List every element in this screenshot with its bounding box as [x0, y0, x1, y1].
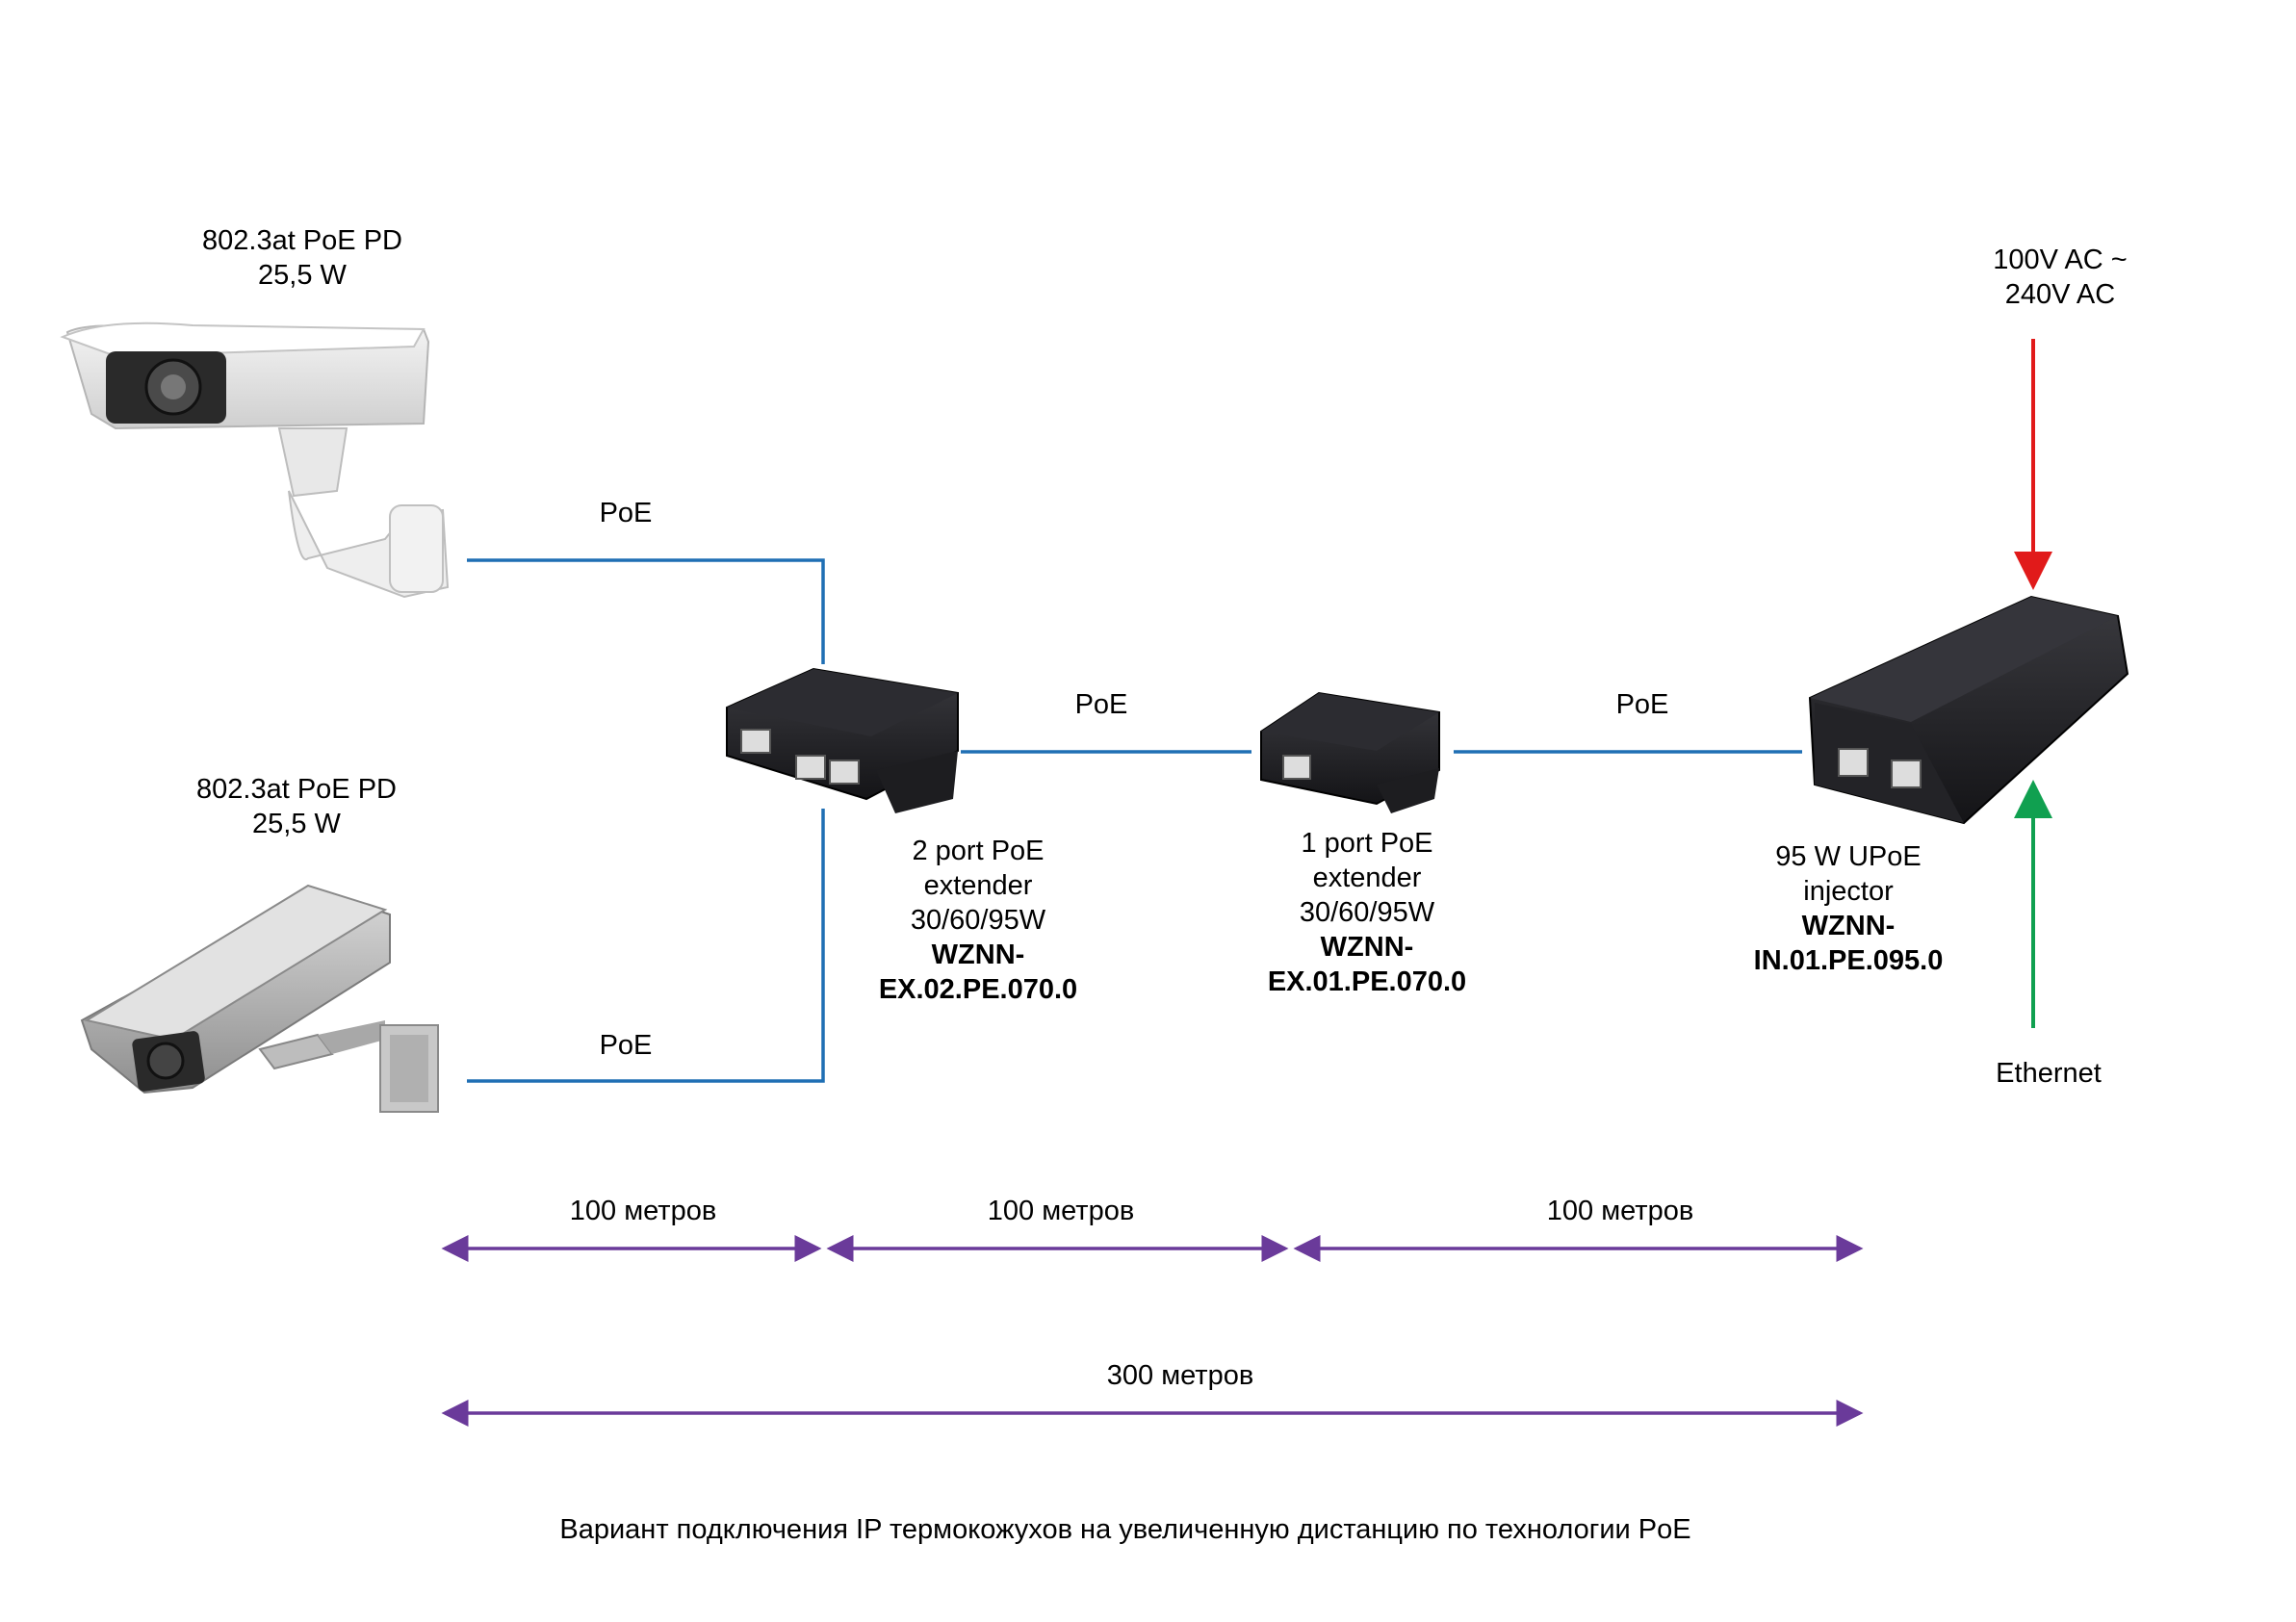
distance-segment-1-label: 100 метров: [569, 1196, 717, 1226]
injector-model-2: IN.01.PE.095.0: [1753, 945, 1944, 976]
camera-2-image: [80, 884, 439, 1113]
extender-2port-label: 2 port PoE extender 30/60/95W WZNN- EX.0…: [879, 834, 1077, 1007]
extender-2port-model-1: WZNN-: [931, 940, 1025, 970]
extender-1port-line-2: extender: [1312, 862, 1422, 893]
injector-line-1: 95 W UPoE: [1775, 841, 1922, 872]
poe-cable-camera-1: [467, 558, 825, 664]
injector-label: 95 W UPoE injector WZNN- IN.01.PE.095.0: [1754, 839, 1944, 978]
extender-2port-line-2: extender: [923, 870, 1033, 901]
ethernet-input-label: Ethernet: [1996, 1058, 2102, 1089]
extender-1port-image: [1260, 691, 1440, 813]
distance-segment-3-label: 100 метров: [1546, 1196, 1694, 1226]
camera-1-link-label: PoE: [599, 498, 653, 528]
extender-1port-model-1: WZNN-: [1320, 932, 1414, 963]
power-input-line-1: 100V AC ~: [1993, 245, 2128, 275]
link-mid-label: PoE: [1074, 689, 1128, 720]
injector-model-1: WZNN-: [1801, 911, 1896, 941]
injector-image: [1808, 595, 2129, 825]
diagram-caption: Вариант подключения IP термокожухов на у…: [559, 1514, 1691, 1545]
distance-segment-2-label: 100 метров: [987, 1196, 1135, 1226]
camera-2-standard: 802.3at PoE PD: [196, 774, 397, 805]
injector-line-2: injector: [1803, 876, 1894, 907]
camera-2-label: 802.3at PoE PD 25,5 W: [196, 772, 397, 841]
camera-1-standard: 802.3at PoE PD: [202, 225, 402, 256]
extender-2port-model-2: EX.02.PE.070.0: [878, 974, 1078, 1005]
extender-1port-line-3: 30/60/95W: [1299, 897, 1435, 928]
camera-2-link-label: PoE: [599, 1030, 653, 1061]
extender-1port-line-1: 1 port PoE: [1301, 828, 1433, 859]
camera-1-power: 25,5 W: [258, 260, 347, 291]
link-right-label: PoE: [1615, 689, 1669, 720]
distance-total-label: 300 метров: [1106, 1360, 1254, 1391]
camera-2-power: 25,5 W: [252, 809, 341, 839]
extender-2port-image: [726, 667, 959, 813]
camera-1-image: [60, 322, 450, 599]
camera-1-label: 802.3at PoE PD 25,5 W: [202, 223, 402, 293]
extender-1port-label: 1 port PoE extender 30/60/95W WZNN- EX.0…: [1268, 826, 1466, 999]
extender-2port-line-3: 30/60/95W: [910, 905, 1046, 936]
power-input-line-2: 240V AC: [2004, 279, 2116, 310]
power-input-label: 100V AC ~ 240V AC: [1993, 243, 2127, 312]
extender-1port-model-2: EX.01.PE.070.0: [1267, 966, 1467, 997]
poe-cable-camera-2: [467, 809, 825, 1083]
extender-2port-line-1: 2 port PoE: [912, 836, 1045, 866]
